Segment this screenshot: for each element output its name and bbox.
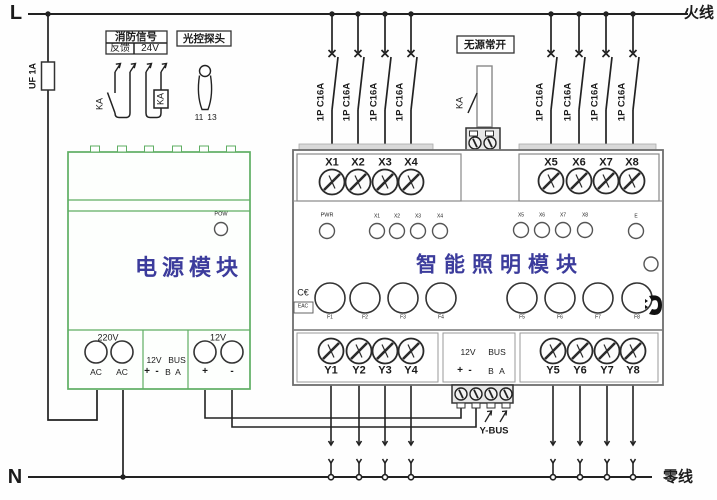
ybus-arrows bbox=[484, 410, 508, 423]
terminal-x2: X2 bbox=[351, 156, 365, 169]
led-x2-label: X2 bbox=[393, 213, 401, 220]
led-x4-label: X4 bbox=[436, 213, 444, 220]
pm-bus-minus: - bbox=[155, 366, 159, 377]
dry-contact-ka-label: KA bbox=[454, 96, 465, 110]
breaker-label-1: 1P C16A bbox=[315, 82, 327, 122]
ybus-terminal-block bbox=[451, 384, 514, 423]
breaker-label-2: 1P C16A bbox=[341, 82, 353, 122]
ka-contact-label: KA bbox=[94, 97, 105, 111]
lm-bus-plus: + bbox=[457, 365, 463, 376]
lighting-module-title: 智能照明模块 bbox=[416, 253, 584, 277]
led-x3-label: X3 bbox=[414, 213, 422, 220]
lm-bus-12v: 12V bbox=[460, 346, 476, 357]
led-x7-label: X7 bbox=[559, 212, 567, 219]
ybus-label: Y-BUS bbox=[479, 425, 509, 437]
led-x5-label: X5 bbox=[517, 212, 525, 219]
lm-bus-minus: - bbox=[468, 365, 472, 376]
breaker-label-8: 1P C16A bbox=[616, 82, 628, 122]
ka-coil-label: KA bbox=[155, 92, 166, 106]
dc-bus-wires bbox=[204, 390, 477, 428]
breaker-label-7: 1P C16A bbox=[589, 82, 601, 122]
terminal-x8: X8 bbox=[625, 156, 639, 169]
dry-contact-title: 无源常开 bbox=[464, 38, 506, 51]
terminal-y8: Y8 bbox=[626, 364, 640, 377]
lm-bus-b: B bbox=[488, 365, 494, 376]
pm-ac-voltage: 220V bbox=[97, 332, 119, 343]
terminal-y5: Y5 bbox=[546, 364, 560, 377]
pwr-led-label: PWR bbox=[320, 212, 334, 219]
button-f7-label: F7 bbox=[595, 314, 601, 321]
ka-contact-blade bbox=[106, 92, 116, 114]
power-module-title: 电源模块 bbox=[134, 255, 244, 280]
light-probe-circuit bbox=[176, 30, 232, 111]
probe-terminal-13: 13 bbox=[207, 111, 217, 122]
pm-bus-b: B bbox=[165, 366, 171, 377]
fuse-symbol bbox=[40, 61, 56, 91]
pm-bus-12v: 12V bbox=[146, 354, 162, 365]
pm-dc-minus: - bbox=[230, 366, 234, 377]
terminal-x6: X6 bbox=[572, 156, 586, 169]
led-x6-label: X6 bbox=[538, 212, 546, 219]
terminal-x5: X5 bbox=[544, 156, 558, 169]
terminal-x3: X3 bbox=[378, 156, 392, 169]
fire-voltage-label: 24V bbox=[141, 42, 159, 54]
probe-terminal-11: 11 bbox=[194, 111, 204, 122]
pm-bus-plus: + bbox=[144, 366, 150, 377]
pm-dc-plus: + bbox=[202, 366, 208, 377]
neutral-rail-label: N bbox=[7, 466, 23, 488]
terminal-y1: Y1 bbox=[324, 364, 338, 377]
button-f2-label: F2 bbox=[362, 314, 368, 321]
breaker-label-3: 1P C16A bbox=[368, 82, 380, 122]
power-led-indicator bbox=[213, 221, 229, 237]
terminal-y6: Y6 bbox=[573, 364, 587, 377]
breaker-label-6: 1P C16A bbox=[562, 82, 574, 122]
dry-contact-circuit bbox=[456, 35, 515, 153]
button-f8-label: F8 bbox=[634, 314, 640, 321]
live-rail-label: L bbox=[9, 2, 23, 24]
terminal-y2: Y2 bbox=[352, 364, 366, 377]
button-f5-label: F5 bbox=[519, 314, 525, 321]
ka-contact-blade bbox=[467, 92, 478, 114]
pm-bus-name: BUS bbox=[168, 354, 186, 365]
neutral-wire-label: 零线 bbox=[662, 468, 694, 486]
lm-bus-name: BUS bbox=[488, 346, 506, 357]
light-probe-title: 光控探头 bbox=[183, 32, 225, 45]
probe-head-icon bbox=[198, 64, 212, 78]
fire-signal-title: 消防信号 bbox=[115, 30, 157, 43]
button-f4-label: F4 bbox=[438, 314, 444, 321]
breaker-label-4: 1P C16A bbox=[394, 82, 406, 122]
led-x1-label: X1 bbox=[373, 213, 381, 220]
led-x8-label: X8 bbox=[581, 212, 589, 219]
cert-mark: EAC bbox=[297, 303, 309, 310]
terminal-x4: X4 bbox=[404, 156, 418, 169]
fire-signal-circuit bbox=[105, 30, 169, 119]
terminal-y3: Y3 bbox=[378, 364, 392, 377]
terminal-y7: Y7 bbox=[600, 364, 614, 377]
pm-dc-voltage: 12V bbox=[209, 332, 227, 343]
button-f1-label: F1 bbox=[327, 314, 333, 321]
fire-feedback-label: 反馈 bbox=[110, 42, 130, 54]
lm-bus-a: A bbox=[499, 365, 505, 376]
channel-buttons bbox=[314, 256, 659, 314]
ka-coil bbox=[153, 89, 169, 109]
pm-ac-t1: AC bbox=[90, 366, 102, 377]
pm-bus-a: A bbox=[175, 366, 181, 377]
brand-logo-icon bbox=[645, 295, 662, 315]
terminal-y4: Y4 bbox=[404, 364, 418, 377]
pow-led-label: POW bbox=[214, 211, 228, 218]
power-module-terminals bbox=[84, 221, 244, 364]
button-f3-label: F3 bbox=[400, 314, 406, 321]
live-wire-label: 火线 bbox=[683, 4, 715, 22]
pm-ac-t2: AC bbox=[116, 366, 128, 377]
terminal-x1: X1 bbox=[325, 156, 339, 169]
breaker-label-5: 1P C16A bbox=[534, 82, 546, 122]
led-extra-label: E bbox=[634, 213, 638, 220]
fuse-label: UF 1A bbox=[27, 62, 38, 90]
terminal-x7: X7 bbox=[599, 156, 613, 169]
mains-feed-wire bbox=[40, 14, 124, 477]
ce-mark: C€ bbox=[297, 287, 309, 298]
cert-mark-box bbox=[293, 301, 314, 314]
button-f6-label: F6 bbox=[557, 314, 563, 321]
